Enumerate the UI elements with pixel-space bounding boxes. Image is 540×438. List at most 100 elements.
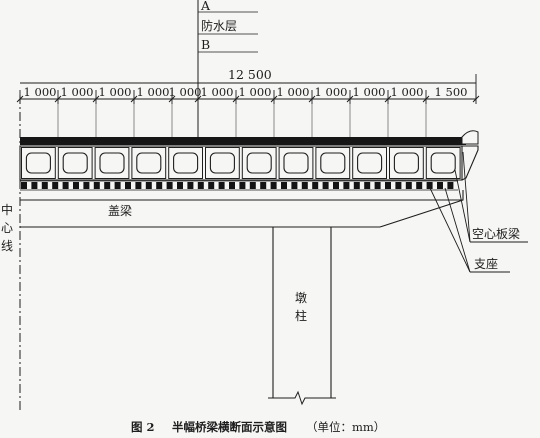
slab-hollow-void xyxy=(393,152,419,174)
bearing-pad xyxy=(385,182,391,189)
bearing-pad xyxy=(104,182,111,189)
bearing-leader-1 xyxy=(429,187,471,273)
label-layer-a: A xyxy=(200,0,211,13)
bearing-pad xyxy=(197,182,204,189)
bearing-pad xyxy=(21,182,27,189)
bearing-pad xyxy=(229,182,235,189)
bearing-pad xyxy=(364,182,371,189)
hollow-slab-girders xyxy=(19,145,479,181)
total-width-label: 12 500 xyxy=(228,67,272,82)
segment-tick-slash xyxy=(92,95,100,103)
slab-leader-2 xyxy=(454,169,471,243)
slab-hollow-void xyxy=(62,152,88,174)
slab-hollow-void xyxy=(430,152,456,174)
caption-figure-number: 图 2 xyxy=(131,420,155,434)
centerline-label-char-2: 心 xyxy=(1,221,13,235)
segment-dimension-label: 1 500 xyxy=(435,85,468,99)
slab-outline xyxy=(168,147,203,179)
bearing-label: 支座 xyxy=(474,256,498,271)
segment-dimension-label: 1 000 xyxy=(61,85,94,99)
label-waterproof-layer: 防水层 xyxy=(201,18,237,33)
slab-hollow-void xyxy=(99,152,125,174)
pier-break-line xyxy=(268,390,336,406)
bearing-pad xyxy=(249,182,256,189)
pier-label-char-1: 墩 xyxy=(295,291,307,305)
bearing-pad xyxy=(343,182,350,189)
segment-tick-slash xyxy=(130,95,138,103)
segment-dimension-label: 1 000 xyxy=(239,85,272,99)
bearing-pad xyxy=(416,182,423,189)
bearing-pad xyxy=(437,182,443,189)
bearing-pad xyxy=(52,182,59,189)
centerline-label-char-1: 中 xyxy=(1,202,13,217)
bearing-pad xyxy=(447,182,454,189)
bearing-pad xyxy=(62,182,69,189)
caption-unit: （单位：mm） xyxy=(306,420,385,434)
bearing-pad xyxy=(93,182,100,189)
hollow-slab-label: 空心板梁 xyxy=(472,226,520,241)
segment-dimension-label: 1 000 xyxy=(277,85,310,99)
segment-tick-slash xyxy=(384,95,392,103)
segment-dimension-label: 1 000 xyxy=(391,85,424,99)
segment-tick-slash xyxy=(168,95,176,103)
bearing-pad xyxy=(218,182,225,189)
figure-caption: 图 2 半幅桥梁横断面示意图 （单位：mm） xyxy=(131,420,385,434)
bearing-pad xyxy=(83,182,90,189)
segment-dimension-label: 1 000 xyxy=(169,85,202,99)
slab-outline xyxy=(352,147,388,179)
caption-title: 半幅桥梁横断面示意图 xyxy=(172,420,287,434)
slab-hollow-void xyxy=(320,152,346,174)
bearing-pad xyxy=(281,182,287,189)
cap-beam-outline xyxy=(20,190,464,228)
bearing-pad xyxy=(166,182,173,189)
slab-hollow-void xyxy=(283,152,309,174)
segment-tick-slash xyxy=(472,95,480,103)
bearing-pad xyxy=(270,182,277,189)
hollow-slab xyxy=(425,147,461,179)
pier-column: 墩 柱 xyxy=(268,227,336,406)
bearing-pad xyxy=(374,182,381,189)
cap-beam-label: 盖梁 xyxy=(108,203,132,218)
segment-tick-slash xyxy=(346,95,354,103)
bearing-pad xyxy=(156,182,163,189)
hollow-slab xyxy=(241,147,277,179)
slab-hollow-void xyxy=(209,152,235,174)
hollow-slab xyxy=(205,147,240,179)
bearing-pad xyxy=(114,182,121,189)
pier-label-char-2: 柱 xyxy=(295,308,307,323)
bearing-pad xyxy=(405,182,412,189)
slab-hollow-void xyxy=(25,152,51,174)
hollow-slab xyxy=(389,147,424,179)
bearing-pad xyxy=(41,182,48,189)
bearing-pad xyxy=(125,182,131,189)
segment-dimension-label: 1 000 xyxy=(353,85,386,99)
hollow-slab xyxy=(278,147,314,179)
deck-pavement-layer xyxy=(20,137,466,145)
segment-tick-slash xyxy=(422,95,430,103)
slab-band-outline xyxy=(19,145,463,181)
bearing-pad xyxy=(312,182,319,189)
deck-end-curb xyxy=(461,130,479,145)
segment-tick-slash xyxy=(308,95,316,103)
segment-ticks xyxy=(16,90,480,137)
segment-tick-slash xyxy=(16,95,24,103)
centerline-label-char-3: 线 xyxy=(1,239,13,253)
bearing-pad xyxy=(353,182,360,189)
segment-dimension-label: 1 000 xyxy=(201,85,234,99)
bearing-pad xyxy=(177,182,183,189)
bearing-pad xyxy=(187,182,194,189)
bearing-pad xyxy=(291,182,298,189)
callout-leaders: 空心板梁 支座 xyxy=(429,151,528,273)
layer-annotation: A 防水层 B xyxy=(197,0,258,140)
hollow-slab xyxy=(168,147,203,179)
bearing-pad xyxy=(426,182,433,189)
segment-dimension-label: 1 000 xyxy=(315,85,348,99)
bearings-row xyxy=(20,180,458,191)
label-layer-b: B xyxy=(201,37,210,52)
segment-dimension-label: 1 000 xyxy=(24,85,57,99)
hollow-slab xyxy=(352,147,388,179)
segment-tick-slash xyxy=(54,95,62,103)
hollow-slab xyxy=(21,147,56,179)
